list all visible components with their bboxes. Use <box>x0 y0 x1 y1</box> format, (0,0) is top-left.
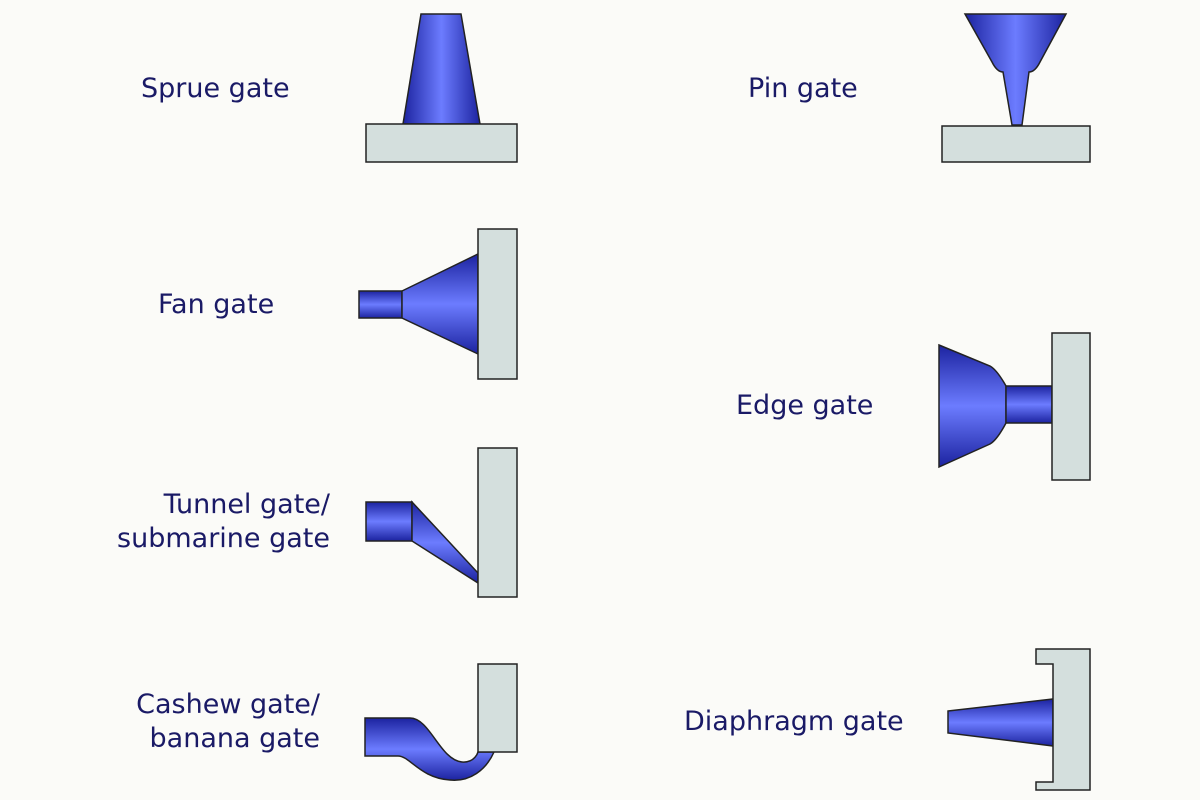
tunnel-gate-shape <box>365 447 518 598</box>
label-sprue-gate: Sprue gate <box>141 73 290 104</box>
diaphragm-part <box>1035 648 1091 791</box>
label-fan-gate: Fan gate <box>158 289 275 320</box>
label-edge-gate: Edge gate <box>736 390 874 421</box>
label-pin-gate: Pin gate <box>748 73 858 104</box>
cashew-gate-shape <box>364 663 518 781</box>
fan-spread <box>401 252 479 356</box>
diaphragm-gate-shape <box>947 648 1091 791</box>
sprue-part <box>365 123 518 163</box>
label-cashew-line2: banana gate <box>149 723 320 754</box>
label-cashew-gate: Cashew gate/ banana gate <box>100 688 320 756</box>
pin-gate-shape <box>941 13 1091 163</box>
fan-gate-shape <box>358 228 518 380</box>
diaphragm-cone <box>947 698 1054 747</box>
fan-part <box>477 228 518 380</box>
pin-funnel <box>963 13 1068 126</box>
tunnel-taper <box>411 500 479 585</box>
label-tunnel-line2: submarine gate <box>117 523 330 554</box>
tunnel-part <box>477 447 518 598</box>
edge-part <box>1051 332 1091 481</box>
cashew-curve <box>364 717 496 781</box>
tunnel-runner <box>365 501 413 542</box>
label-tunnel-line1: Tunnel gate/ <box>163 489 330 520</box>
cashew-part <box>477 663 518 753</box>
sprue-gate-shape <box>365 13 518 163</box>
edge-fan <box>938 343 1007 469</box>
label-diaphragm-gate: Diaphragm gate <box>684 706 904 737</box>
edge-gate-shape <box>938 332 1091 481</box>
label-cashew-line1: Cashew gate/ <box>136 689 320 720</box>
edge-land <box>1005 385 1053 424</box>
label-tunnel-gate: Tunnel gate/ submarine gate <box>100 488 330 556</box>
sprue-cone <box>402 13 481 125</box>
pin-part <box>941 125 1091 163</box>
fan-runner <box>358 290 403 319</box>
